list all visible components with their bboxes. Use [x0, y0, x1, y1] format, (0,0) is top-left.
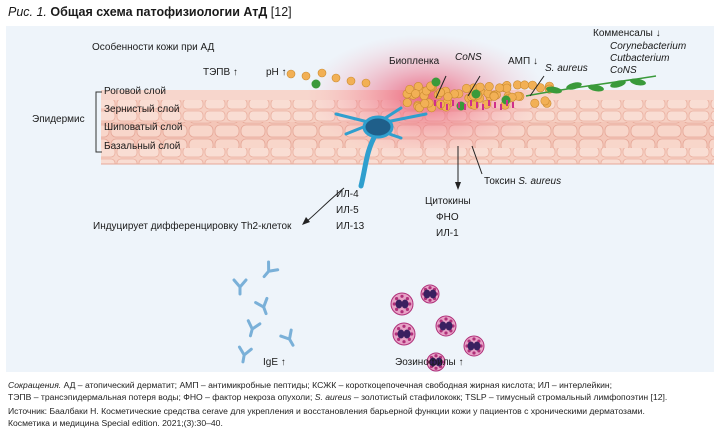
- ph-label: pH ↑: [266, 67, 287, 78]
- tnf-label: ФНО: [436, 212, 459, 223]
- ige-antibody-icons: [232, 260, 295, 364]
- s-aureus-label: S. aureus: [545, 63, 588, 74]
- eosinophil-icon: [390, 292, 414, 316]
- ige-label: IgE ↑: [263, 357, 286, 368]
- figure-ref: [12]: [270, 5, 292, 19]
- commensal-bacteria-icon: [525, 75, 657, 97]
- abbr-text-1: АД – атопический дерматит; АМП – антимик…: [63, 380, 613, 390]
- abbr-title: Сокращения.: [8, 380, 62, 390]
- il5-label: ИЛ-5: [336, 205, 359, 216]
- cytokines-label: Цитокины: [425, 196, 471, 207]
- figure-title-text: Общая схема патофизиологии АтД: [50, 5, 268, 19]
- source-line-1: Источник: Баалбаки Н. Косметические сред…: [8, 406, 645, 416]
- skin-features-label: Особенности кожи при АД: [92, 42, 215, 53]
- abbreviations-line-1: Сокращения. АД – атопический дерматит; А…: [8, 380, 714, 391]
- il1-label: ИЛ-1: [436, 228, 459, 239]
- layer-stratum-granulosum: Зернистый слой: [104, 104, 180, 115]
- eosinophil-icon: [463, 335, 485, 357]
- eosinophil-icon: [420, 284, 440, 304]
- th2-label: Индуцирует дифференцировку Th2-клеток: [93, 221, 292, 232]
- eosinophils-label: Эозинофилы ↑: [395, 357, 464, 368]
- eosinophil-icon: [426, 352, 446, 372]
- arrowheads: [302, 182, 461, 225]
- antibody-icon: [254, 296, 269, 316]
- antibody-icon: [232, 278, 248, 296]
- antibody-icon: [279, 328, 295, 347]
- tepv-label: ТЭПВ ↑: [203, 67, 238, 78]
- antibody-icon: [237, 345, 253, 364]
- abbreviations-line-2: ТЭПВ – трансэпидермальная потеря воды; Ф…: [8, 392, 714, 403]
- commensal-2: Cutbacterium: [610, 53, 670, 64]
- epidermis-bracket: [95, 91, 102, 153]
- layer-stratum-basale: Базальный слой: [104, 141, 181, 152]
- source-line-2: Косметика и медицина Special edition. 20…: [8, 418, 223, 428]
- commensals-title: Комменсалы ↓: [593, 28, 661, 39]
- eosinophil-cells-icon: [390, 284, 485, 372]
- figure-prefix: Рис. 1.: [8, 5, 47, 19]
- biofilm-label: Биопленка: [389, 56, 440, 67]
- layer-stratum-spinosum: Шиповатый слой: [104, 122, 183, 133]
- amp-label: АМП ↓: [508, 56, 538, 67]
- eosinophil-icon: [435, 315, 457, 337]
- antibody-icon: [246, 319, 262, 338]
- il4-label: ИЛ-4: [336, 189, 359, 200]
- commensal-3: CoNS: [610, 65, 637, 76]
- toxin-species: S. aureus: [518, 176, 562, 187]
- antibody-icon: [262, 260, 280, 279]
- dendritic-cell-icon: [334, 106, 428, 189]
- cons-label: CoNS: [455, 52, 482, 63]
- abbr-species: S. aureus: [314, 392, 352, 402]
- toxin-prefix: Токсин: [484, 176, 516, 187]
- layer-stratum-corneum: Роговой слой: [104, 86, 167, 97]
- epidermis-label: Эпидермис: [32, 114, 85, 125]
- abbr-text-2a: ТЭПВ – трансэпидермальная потеря воды; Ф…: [8, 392, 315, 402]
- diagram-graphic: [95, 34, 714, 372]
- pathway-arrows: [305, 75, 545, 223]
- eosinophil-icon: [392, 322, 416, 346]
- abbr-text-2b: – золотистый стафилококк; TSLP – тимусны…: [351, 392, 668, 402]
- il13-label: ИЛ-13: [336, 221, 365, 232]
- toxin-label: Токсин S. aureus: [484, 176, 561, 188]
- commensal-1: Corynebacterium: [610, 41, 687, 52]
- toxin-droplets-icon: [434, 100, 514, 110]
- figure-title: Рис. 1. Общая схема патофизиологии АтД […: [8, 5, 292, 19]
